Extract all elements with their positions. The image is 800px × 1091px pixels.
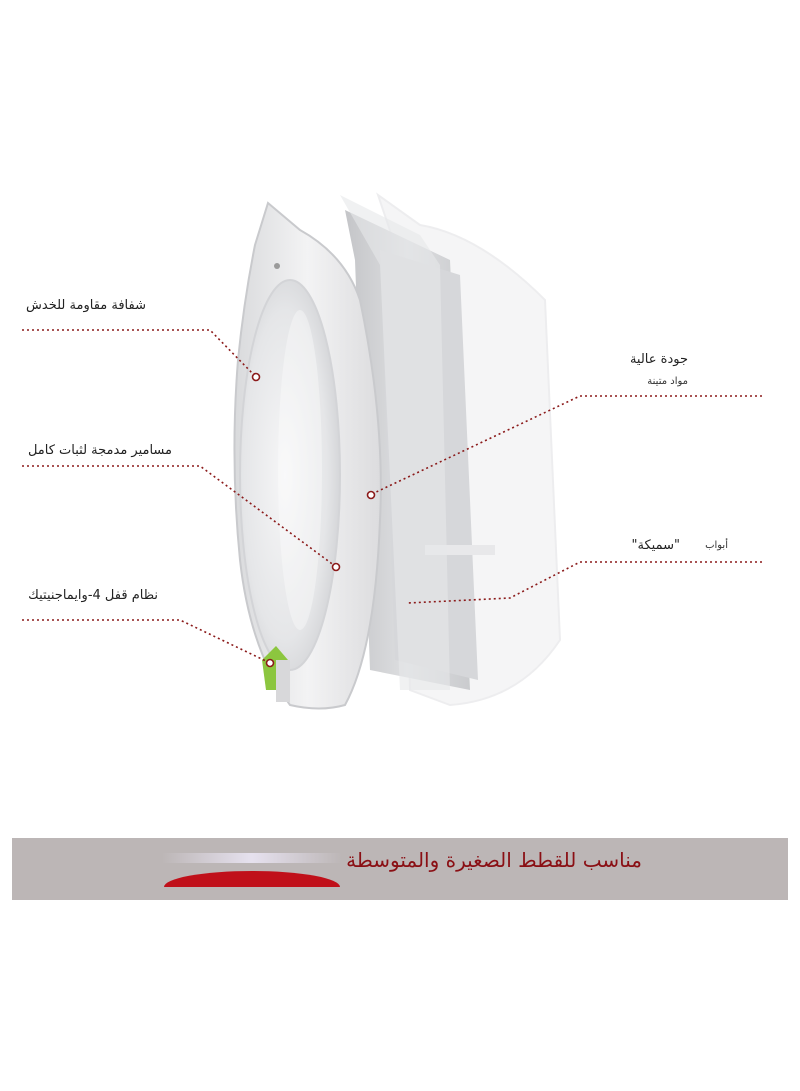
callout-line-doors [407, 561, 762, 604]
label-high-quality: جودة عالية [629, 352, 688, 367]
callout-line-scratch [22, 329, 256, 377]
callout-line-screws [22, 465, 336, 567]
banner-red-accent [164, 871, 340, 887]
callout-lines [22, 329, 762, 663]
suitability-banner: مناسب للقطط الصغيرة والمتوسطة [12, 838, 788, 900]
callout-line-quality [371, 395, 762, 495]
screw-hole [274, 263, 280, 269]
banner-text: مناسب للقطط الصغيرة والمتوسطة [346, 848, 642, 872]
label-lock-system: نظام قفل 4-وايماجنيتيك [28, 588, 158, 603]
callout-markers [251, 372, 376, 668]
label-integrated-screws: مسامير مدمجة لثبات كامل [27, 443, 172, 458]
banner-highlight [162, 853, 342, 863]
label-thick: "سميكة" [631, 538, 680, 553]
transparent-flap [239, 279, 341, 671]
label-solid-materials: مواد متينة [647, 376, 688, 387]
label-scratch-resistant: شفافة مقاومة للخدش [26, 298, 146, 313]
label-doors: أبواب [705, 540, 728, 551]
callout-line-lock [22, 619, 269, 663]
lock-latch [262, 646, 290, 702]
